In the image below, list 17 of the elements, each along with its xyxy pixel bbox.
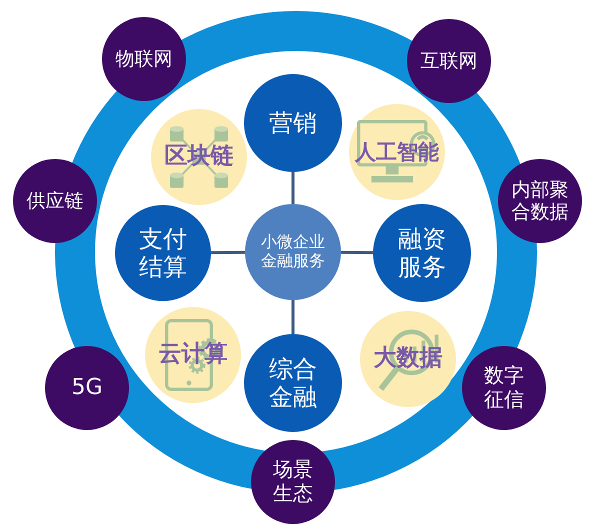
- connector-line: [210, 250, 246, 254]
- circle-label: 融资服务: [398, 224, 446, 282]
- circle-label: 供应链: [26, 190, 84, 212]
- circle-label: 营销: [268, 108, 318, 138]
- circle-label: 区块链: [164, 143, 234, 171]
- circle-label: 小微企业金融服务: [260, 233, 326, 271]
- connector-line: [340, 250, 374, 254]
- circle-label: 数字征信: [484, 364, 524, 412]
- circle-label: 场景生态: [272, 458, 314, 506]
- circle-label: 综合金融: [268, 354, 318, 412]
- circle-label: 5G: [70, 375, 104, 401]
- connector-line: [292, 172, 294, 204]
- circle-label: 内部聚合数据: [510, 178, 570, 224]
- connector-line: [292, 300, 294, 334]
- circle-label: 支付结算: [138, 224, 188, 282]
- circle-label: 物联网: [114, 48, 174, 70]
- circle-label: 互联网: [420, 50, 478, 72]
